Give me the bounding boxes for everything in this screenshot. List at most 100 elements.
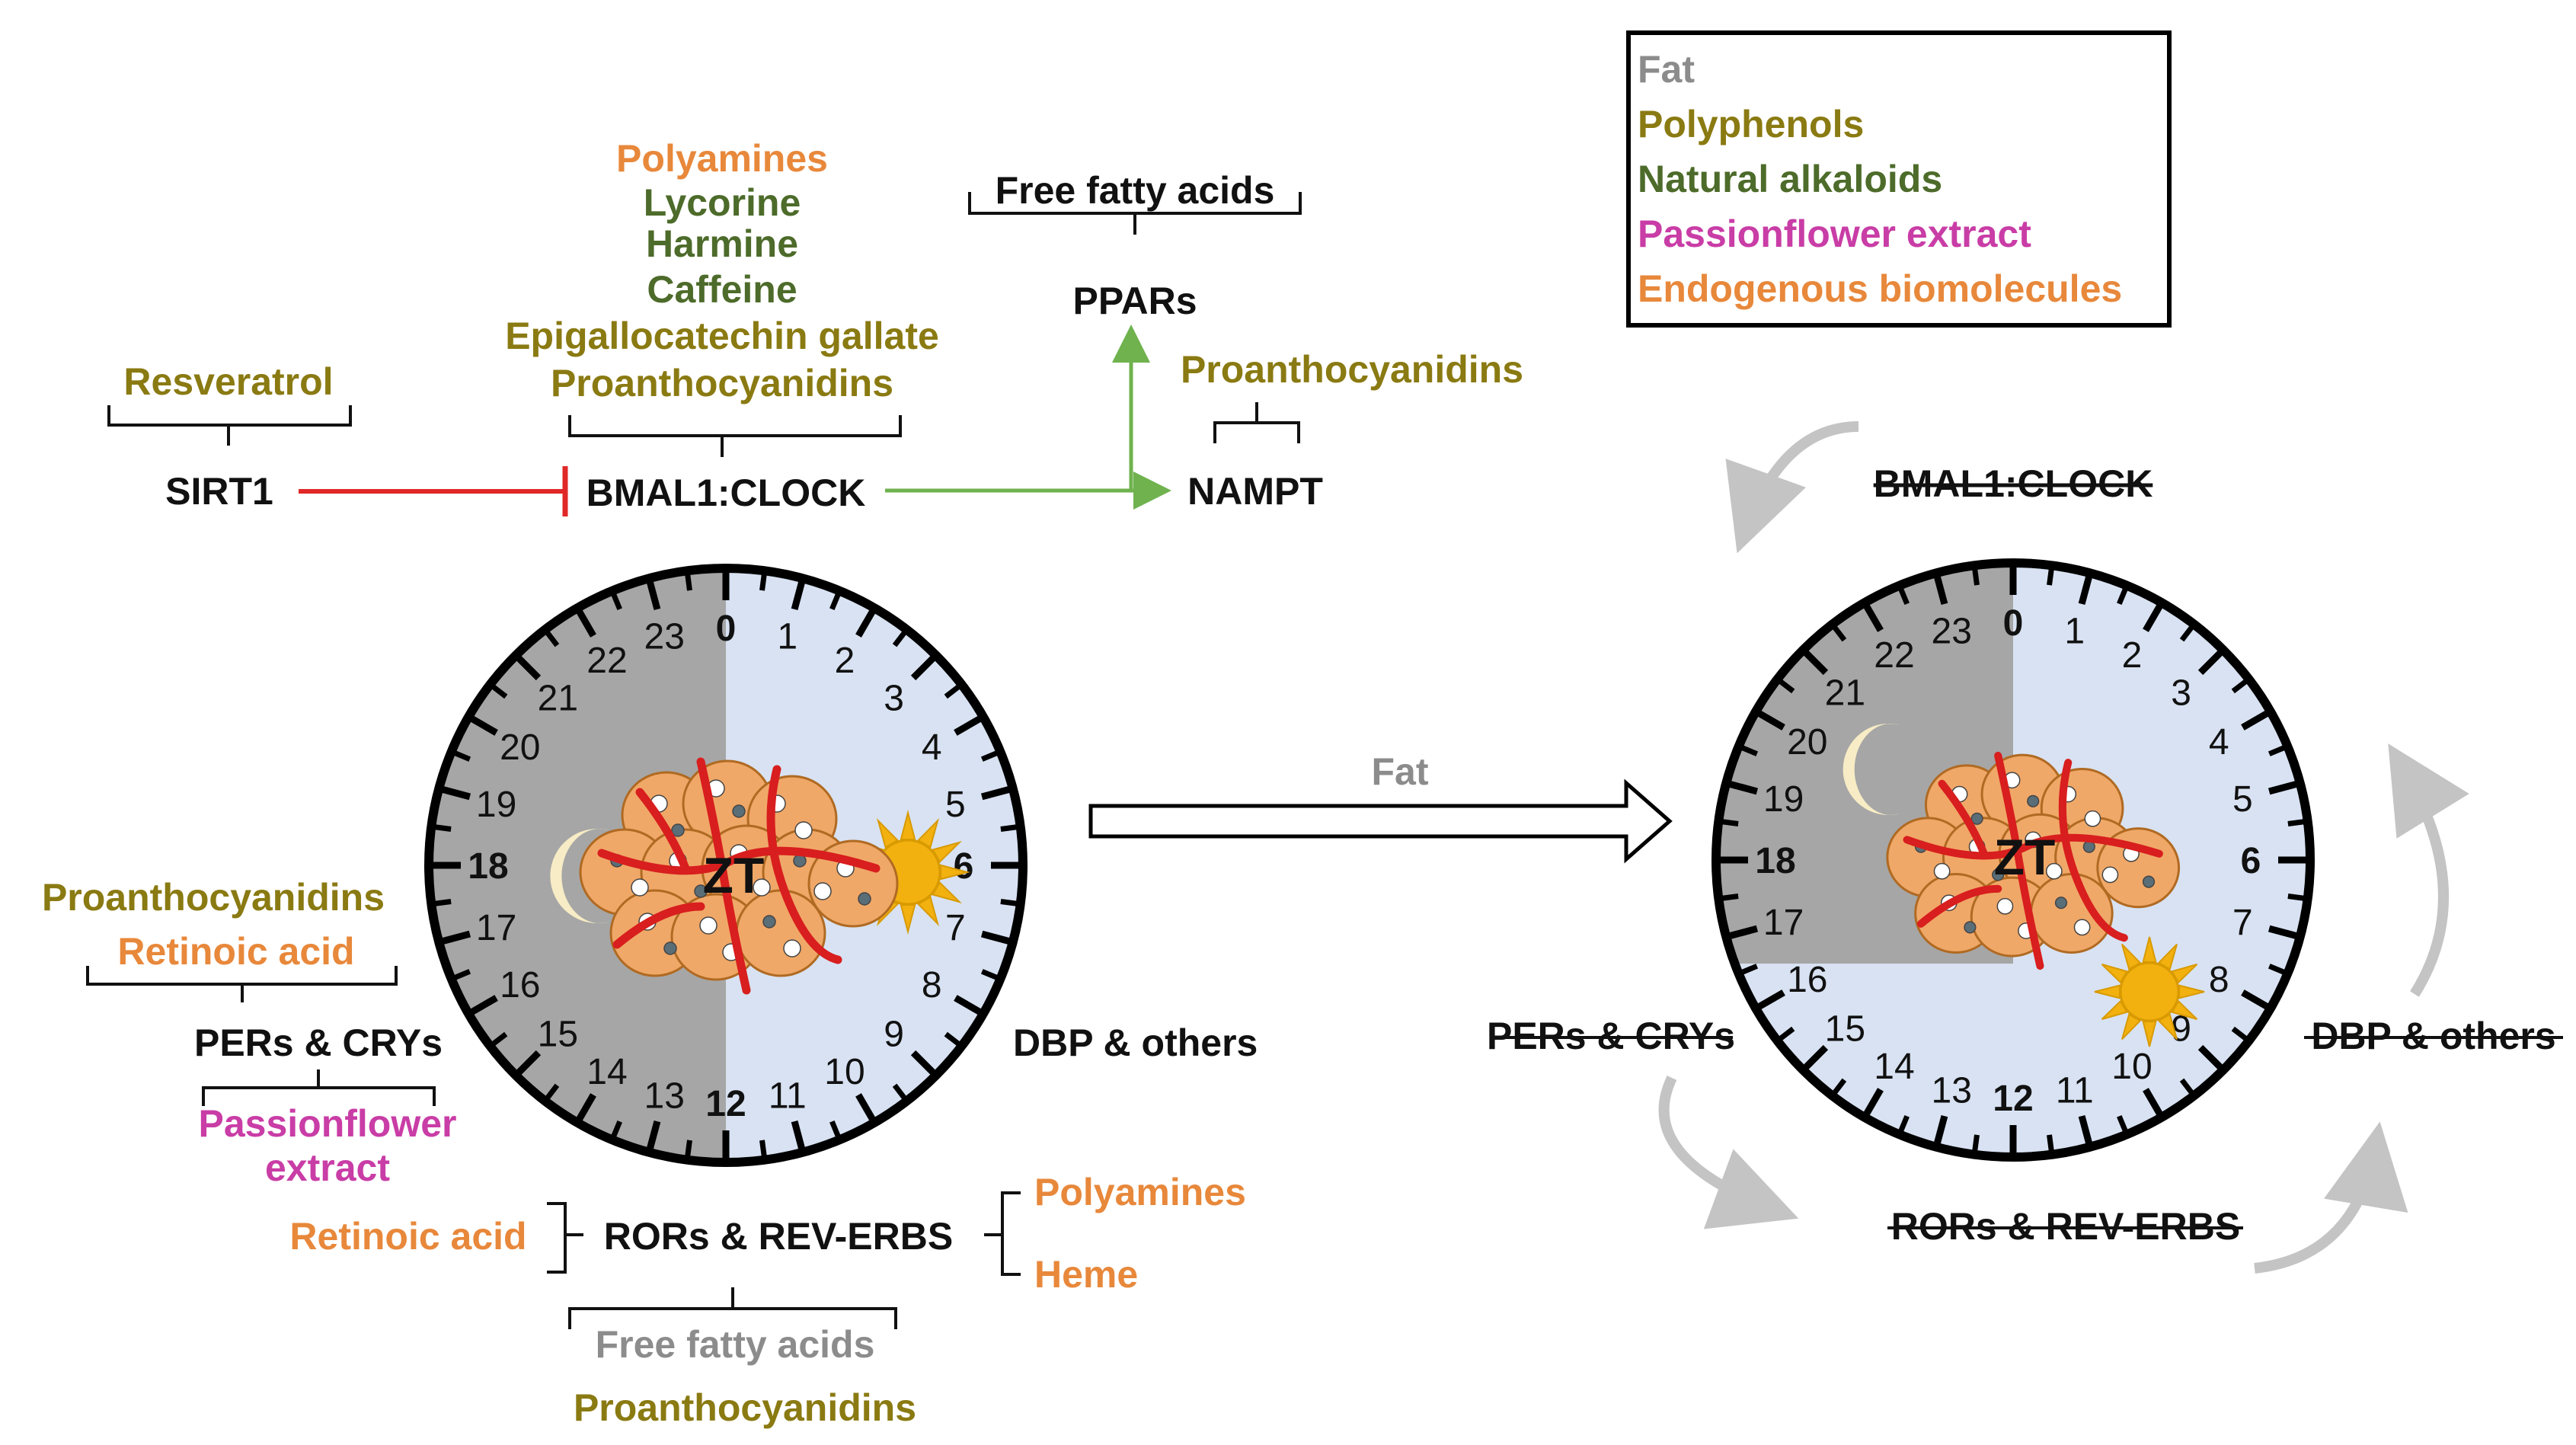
proanthocyanidins-nampt-label: Proanthocyanidins [1181, 348, 1523, 391]
left-clock-hour-23: 23 [644, 617, 685, 657]
right-clock-tick [1756, 989, 1785, 1010]
left-clock-hour-10: 10 [824, 1052, 865, 1092]
right-clock-tick [2197, 649, 2224, 676]
right-clock-tick [2268, 964, 2286, 975]
legend-natural-alkaloids: Natural alkaloids [1638, 158, 1942, 200]
right-clock-tick [2287, 819, 2306, 826]
right-clock-tick [1740, 964, 1759, 975]
left-clock-tick [576, 1093, 596, 1122]
right-clock-tick [1933, 1114, 1948, 1146]
left-clock-tick [433, 899, 452, 906]
resveratrol-label: Resveratrol [123, 360, 333, 403]
left-adipocyte-cluster [579, 757, 899, 995]
left-clock-hour-9: 9 [884, 1015, 904, 1055]
legend-passionflower: Passionflower extract [1638, 213, 2031, 255]
left-clock-tick [980, 930, 1012, 945]
right-clock-hour-21: 21 [1825, 673, 1865, 713]
right-clock-hour-22: 22 [1874, 635, 1914, 676]
right-clock-tick [1727, 780, 1759, 795]
left-clock-hour-1: 1 [777, 617, 797, 657]
right-sun-icon [2094, 936, 2205, 1047]
right-clock-tick [2268, 745, 2286, 756]
right-clock-tick [2117, 1114, 2128, 1133]
right-clock-tick [1863, 603, 1884, 632]
left-clock-tick [1000, 899, 1018, 906]
right-moon-icon [1843, 723, 1900, 815]
bmal1-inputs: Polyamines Lycorine Harmine Caffeine Epi… [505, 137, 939, 404]
left-clock-tick [611, 1120, 622, 1138]
right-clock-hour-17: 17 [1763, 903, 1804, 943]
fat-transition-arrow [1088, 778, 1673, 864]
sirt1-label: SIRT1 [165, 470, 273, 513]
right-clock-tick [2143, 1088, 2163, 1117]
harmine-label: Harmine [646, 222, 798, 265]
right-clock-tick [1933, 574, 1948, 606]
left-clock-tick [453, 750, 471, 762]
right-clock-tick [2179, 1078, 2194, 1095]
legend-box [1626, 30, 2172, 328]
left-clock-hour-2: 2 [835, 641, 855, 681]
right-clock-tick [1778, 1026, 1795, 1041]
right-clock-hour-15: 15 [1825, 1009, 1865, 1050]
left-clock-hour-0: 0 [716, 609, 737, 649]
left-clock-tick [944, 1031, 961, 1047]
left-clock-hour-14: 14 [586, 1052, 627, 1092]
retinoic-ror-brace [547, 1202, 583, 1274]
right-clock-tick [1778, 679, 1795, 694]
left-clock-hour-7: 7 [945, 908, 966, 948]
right-curve-arrow-bottom [2254, 1121, 2408, 1274]
left-clock-hour-5: 5 [945, 785, 966, 825]
proanthocyanidins-bottom-label: Proanthocyanidins [574, 1386, 916, 1429]
resveratrol-brace [107, 405, 352, 446]
left-clock-tick [440, 785, 471, 801]
polyamines-label: Polyamines [616, 137, 828, 180]
legend-fat: Fat [1638, 48, 1695, 91]
free-fatty-acids-bottom-label: Free fatty acids [596, 1323, 875, 1366]
right-clock-tick [1832, 1078, 1847, 1095]
heme-label: Heme [1034, 1253, 1138, 1296]
right-clock-hour-1: 1 [2064, 612, 2085, 652]
right-clock-tick [2268, 925, 2299, 940]
lycorine-label: Lycorine [644, 181, 801, 224]
left-clock-hour-3: 3 [884, 678, 904, 718]
left-clock-tick [685, 573, 692, 591]
right-clock-tick [2078, 574, 2093, 606]
right-clock-tick [2287, 894, 2306, 901]
left-clock-hour-21: 21 [538, 678, 578, 718]
free-fatty-acids-top-label: Free fatty acids [996, 169, 1275, 212]
left-clock-tick [440, 930, 471, 945]
legend: Fat Polyphenols Natural alkaloids Passio… [1626, 30, 2172, 328]
passionflower-brace [202, 1069, 436, 1106]
right-clock-hour-14: 14 [1874, 1047, 1914, 1087]
right-clock-hour-23: 23 [1932, 612, 1972, 652]
right-clock-hour-12: 12 [1993, 1079, 2033, 1119]
left-clock-tick [892, 630, 907, 647]
ppars-label: PPARs [1072, 280, 1197, 322]
retinoic-acid-ror-label: Retinoic acid [289, 1215, 526, 1258]
left-clock-tick [685, 1140, 692, 1158]
left-clock-tick [759, 573, 767, 591]
left-clock-hour-4: 4 [922, 727, 942, 768]
right-clock-tick [1898, 587, 1910, 606]
right-zt-label: ZT [1994, 829, 2056, 885]
legend-polyphenols: Polyphenols [1638, 103, 1864, 145]
caffeine-label: Caffeine [647, 268, 797, 311]
left-clock-hour-13: 13 [644, 1076, 685, 1116]
left-clock-tick [892, 1083, 907, 1101]
right-clock-tick [1898, 1114, 1910, 1133]
left-clock-tick [791, 580, 806, 611]
bmal1-inputs-brace [568, 415, 902, 457]
right-clock-tick [1802, 649, 1829, 676]
left-clock-tick [433, 824, 452, 832]
right-clock-hour-3: 3 [2171, 673, 2191, 713]
right-curve-arrow-right [2388, 743, 2469, 997]
per-inputs-brace [86, 966, 398, 1002]
left-clock-tick [646, 580, 661, 611]
passionflower-line2: extract [265, 1146, 390, 1189]
left-clock-tick [469, 715, 498, 736]
right-adipocyte-cluster [1886, 751, 2181, 970]
left-clock-tick [515, 1050, 542, 1076]
